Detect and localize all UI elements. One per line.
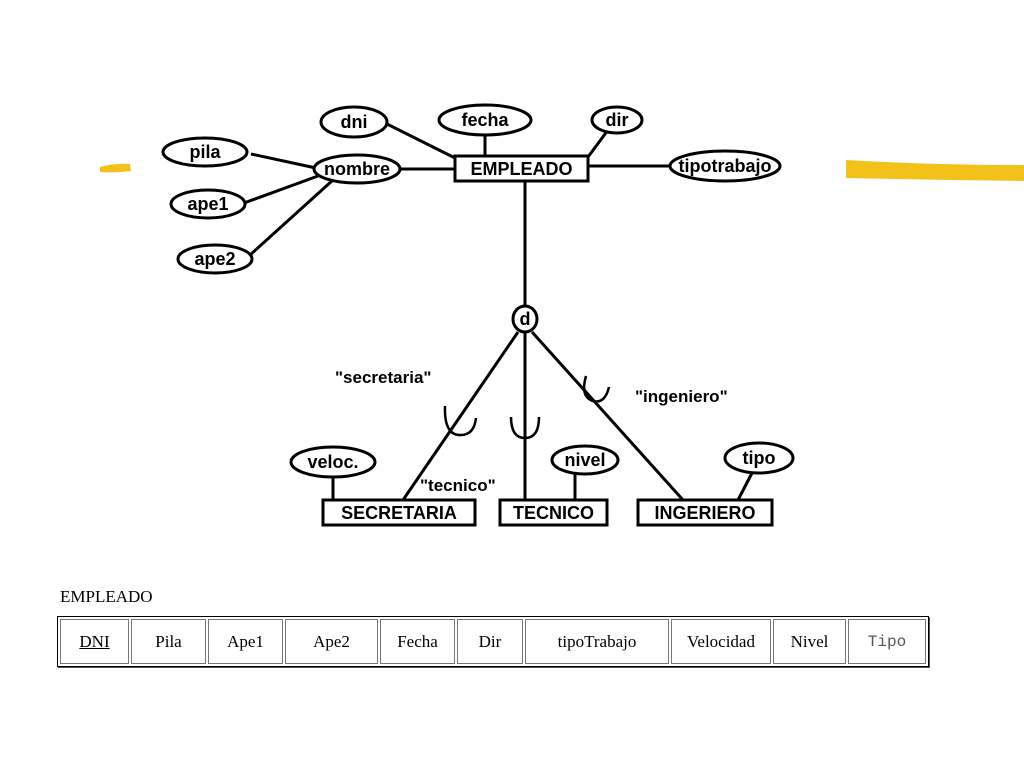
column-tipo: Tipo [848,619,926,664]
attribute-ape2: ape2 [176,243,254,275]
disjoint-symbol-label: d [520,309,531,329]
condition-tecnico: "tecnico" [420,476,496,495]
column-ape1: Ape1 [208,619,283,664]
subset-symbol-secretaria [443,405,478,437]
column-velocidad: Velocidad [671,619,771,664]
attribute-pila-label: pila [189,142,221,162]
attribute-dir: dir [590,105,644,135]
column-nivel: Nivel [773,619,846,664]
entity-empleado: EMPLEADO [453,154,590,183]
attribute-nivel-label: nivel [564,450,605,470]
attribute-veloc: veloc. [289,445,377,479]
disjoint-circle: d [511,304,539,334]
attribute-dni-label: dni [341,112,368,132]
entity-secretaria: SECRETARIA [321,498,477,527]
attribute-tipo: tipo [723,441,795,475]
er-diagram: EMPLEADO SECRETARIA TECNICO INGERIERO dn… [100,103,1024,527]
subset-symbol-ingeniero [582,375,611,403]
diagram-edges [243,122,754,502]
left-brush-stroke [100,163,131,173]
column-tipotrabajo: tipoTrabajo [525,619,669,664]
entity-secretaria-label: SECRETARIA [341,503,457,523]
entity-ingeniero: INGERIERO [636,498,774,527]
attribute-dir-label: dir [605,110,628,130]
entity-tecnico: TECNICO [498,498,609,527]
column-pila: Pila [131,619,206,664]
column-dni: DNI [60,619,129,664]
condition-secretaria: "secretaria" [335,368,431,387]
attribute-veloc-label: veloc. [307,452,358,472]
column-fecha: Fecha [380,619,455,664]
attribute-tipo-label: tipo [743,448,776,468]
attribute-ape1-label: ape1 [187,194,228,214]
attribute-nombre: nombre [312,153,402,185]
subset-symbol-tecnico [509,416,541,440]
attribute-nivel: nivel [550,444,620,476]
attribute-tipotrabajo: tipotrabajo [668,149,782,183]
attribute-tipotrabajo-label: tipotrabajo [679,156,772,176]
attribute-nombre-label: nombre [324,159,390,179]
attribute-pila: pila [161,136,249,168]
right-brush-stroke [846,160,1024,181]
entity-empleado-label: EMPLEADO [470,159,572,179]
attribute-dni: dni [319,105,389,139]
entity-tecnico-label: TECNICO [513,503,594,523]
attribute-ape1: ape1 [169,188,247,220]
attribute-fecha-label: fecha [461,110,509,130]
attribute-ape2-label: ape2 [194,249,235,269]
condition-ingeniero: "ingeniero" [635,387,728,406]
table-title: EMPLEADO [60,587,153,606]
relation-table: DNI Pila Ape1 Ape2 Fecha Dir tipoTrabajo… [57,616,929,667]
entity-ingeniero-label: INGERIERO [654,503,755,523]
column-dir: Dir [457,619,523,664]
column-ape2: Ape2 [285,619,378,664]
table-row: DNI Pila Ape1 Ape2 Fecha Dir tipoTrabajo… [60,619,926,664]
attribute-fecha: fecha [437,103,533,137]
